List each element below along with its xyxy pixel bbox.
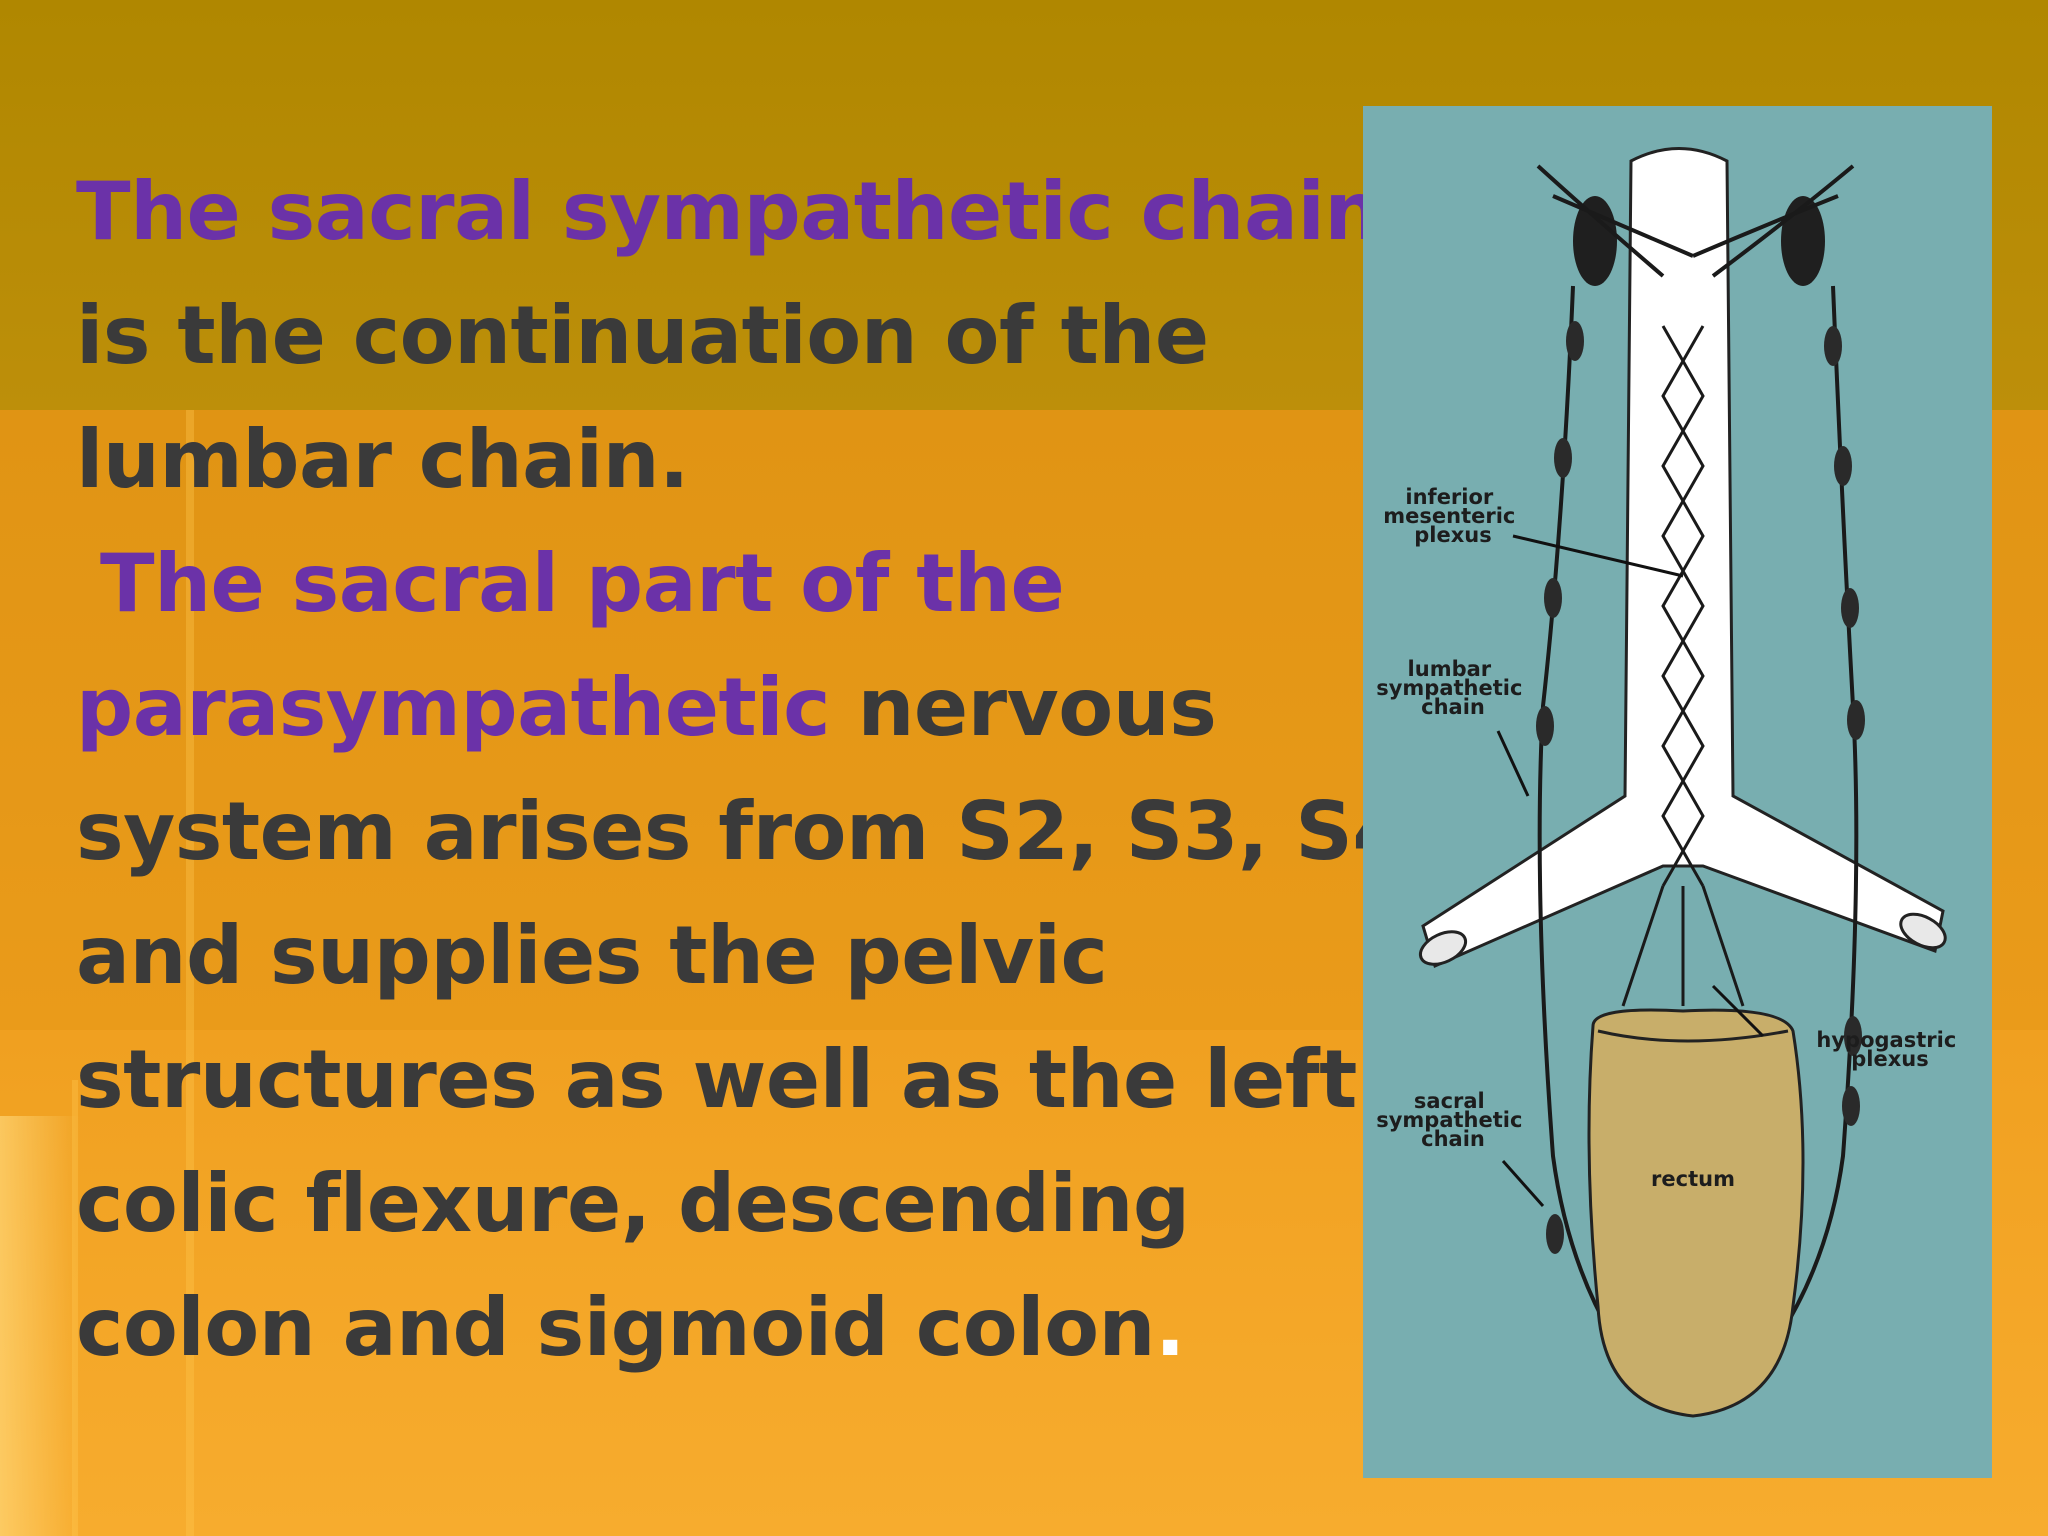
plexus-mesh	[1661, 325, 1705, 887]
slide-text: The sacral sympathetic chain is the cont…	[76, 150, 1408, 1390]
rectum-shape	[1587, 1008, 1805, 1418]
pointer-line	[1711, 984, 1765, 1038]
text-line: colic flexure, descending	[76, 1157, 1190, 1250]
text-line: parasympathetic nervous	[76, 646, 1346, 770]
nerve-fibres	[1536, 164, 1855, 278]
decorative-glow	[0, 1116, 80, 1536]
iliac-right-end	[1899, 912, 1947, 950]
parasympathetic-heading: The sacral part of the	[100, 537, 1065, 630]
sacral-chain-heading: The sacral sympathetic chain	[76, 165, 1381, 258]
ganglion	[1566, 321, 1584, 361]
ganglion	[1847, 700, 1865, 740]
ganglion	[1544, 578, 1562, 618]
text-line: lumbar chain.	[76, 413, 689, 506]
pointer-line	[1496, 730, 1530, 797]
aorta-shape	[1421, 147, 1945, 969]
ganglion	[1554, 438, 1572, 478]
ganglion	[1844, 1016, 1862, 1056]
end-dot: .	[1155, 1281, 1185, 1374]
text-line: structures as well as the left	[76, 1033, 1357, 1126]
text-line: colon and sigmoid colon.	[76, 1266, 1346, 1390]
ganglion	[1546, 1214, 1564, 1254]
label-hypogastric: hypogastric plexus	[1816, 1028, 1963, 1071]
ganglion	[1842, 1086, 1860, 1126]
label-lumbar-chain: lumbar sympathetic chain	[1376, 657, 1530, 719]
ganglion	[1834, 446, 1852, 486]
ganglion	[1536, 706, 1554, 746]
pointer-line	[1512, 534, 1684, 578]
ganglion-right-top	[1781, 196, 1825, 286]
pelvic-nerves-diagram: inferior mesenteric plexus lumbar sympat…	[1376, 147, 1963, 1418]
decorative-stripe	[186, 410, 194, 1536]
label-rectum: rectum	[1651, 1167, 1735, 1191]
right-chain	[1721, 285, 1859, 1408]
ganglion	[1841, 588, 1859, 628]
text-line: is the continuation of the	[76, 289, 1209, 382]
left-chain	[1537, 285, 1665, 1408]
text-line: and supplies the pelvic	[76, 909, 1108, 1002]
text-fragment: nervous	[830, 661, 1217, 754]
plexus-branches	[1621, 885, 1745, 1007]
ganglion	[1824, 326, 1842, 366]
anatomy-illustration: inferior mesenteric plexus lumbar sympat…	[1363, 106, 1992, 1478]
parasympathetic-word: parasympathetic	[76, 661, 831, 754]
text-fragment: colon and sigmoid colon	[76, 1281, 1156, 1374]
pointer-line	[1501, 1160, 1545, 1207]
label-sacral-chain: sacral sympathetic chain	[1376, 1089, 1530, 1151]
text-line: system arises from S2, S3, S4	[76, 785, 1408, 878]
label-inferior-mesenteric: inferior mesenteric plexus	[1383, 485, 1522, 547]
iliac-left-end	[1418, 930, 1468, 966]
